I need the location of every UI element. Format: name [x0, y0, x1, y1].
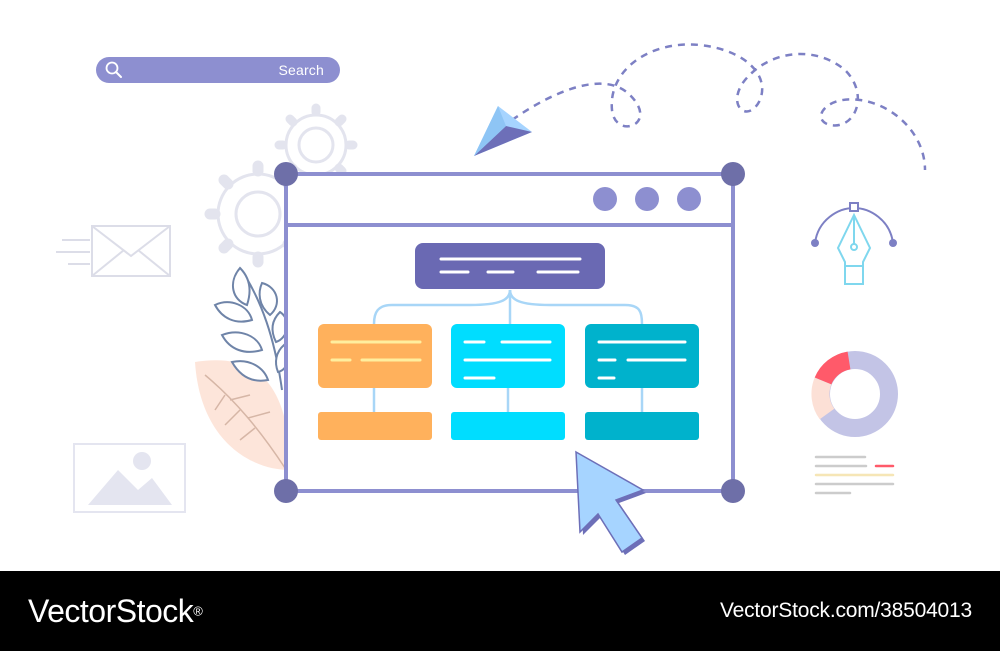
pen-tool-icon [811, 202, 897, 285]
flowchart-header-box [415, 243, 605, 289]
registered-mark: ® [193, 603, 203, 619]
dashed-flight-path [511, 43, 927, 171]
brand-text: VectorStock [28, 592, 194, 629]
flowchart-connectors [372, 289, 644, 412]
envelope-icon [56, 225, 171, 277]
footer-bar: VectorStock® VectorStock.com/38504013 [0, 571, 1000, 651]
cursor-arrow-icon [575, 450, 646, 555]
corner-node [274, 479, 298, 503]
window-dot-icon [635, 187, 659, 211]
window-dot-icon [593, 187, 617, 211]
window-dot-icon [677, 187, 701, 211]
leaf-branch-icon [213, 266, 290, 391]
leaf-vein-lines [204, 374, 286, 469]
flowchart-box-cyan [451, 324, 565, 388]
search-bar[interactable]: Search [96, 57, 340, 83]
search-icon [105, 61, 122, 78]
legend-lines [814, 455, 895, 495]
corner-node [274, 162, 298, 186]
illustration-scene: Search [56, 43, 927, 555]
flowchart-subbox-teal [585, 412, 699, 440]
image-icon [73, 443, 186, 513]
illustration-svg [56, 43, 927, 555]
flowchart-subbox-cyan [451, 412, 565, 440]
search-label: Search [278, 62, 324, 78]
flowchart-box-teal [585, 324, 699, 388]
flowchart-box-orange [318, 324, 432, 388]
stock-id: VectorStock.com/38504013 [719, 599, 972, 622]
brand-name: VectorStock® [28, 593, 203, 630]
corner-node [721, 162, 745, 186]
corner-node [721, 479, 745, 503]
paper-plane-icon [474, 106, 532, 156]
flowchart-subbox-orange [318, 412, 432, 440]
donut-chart-icon [811, 351, 898, 437]
